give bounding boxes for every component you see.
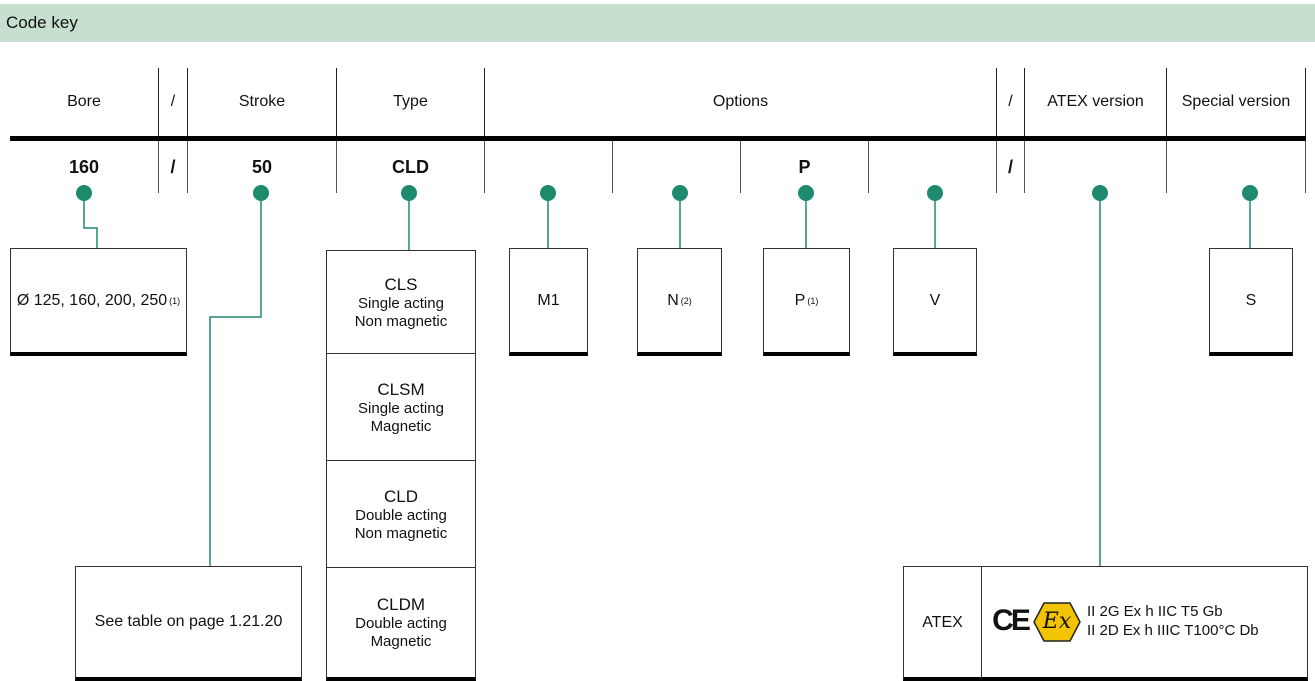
connector-bore xyxy=(83,193,98,248)
bore-options-box: Ø 125, 160, 200, 250(1) xyxy=(10,248,187,356)
header-divider xyxy=(10,136,1306,141)
type-acting: Double acting xyxy=(355,506,447,524)
option-code: P xyxy=(794,291,806,309)
option-box-n: N(2) xyxy=(637,248,722,356)
connector-dot xyxy=(540,185,556,201)
connector-dot xyxy=(1092,185,1108,201)
column-header-type: Type xyxy=(336,68,484,136)
ex-mark-icon: Ex xyxy=(1032,601,1082,643)
type-code: CLS xyxy=(384,274,418,294)
special-code: S xyxy=(1245,291,1257,309)
connector-dot xyxy=(1242,185,1258,201)
type-option-cls: CLS Single acting Non magnetic xyxy=(326,250,476,354)
atex-marking: II 2G Ex h IIC T5 Gb II 2D Ex h IIIC T10… xyxy=(1087,602,1307,640)
stroke-info-box: See table on page 1.21.20 xyxy=(75,566,302,681)
connector-dot xyxy=(672,185,688,201)
option-box-m1: M1 xyxy=(509,248,588,356)
page-title: Code key xyxy=(6,13,78,32)
bore-options-text: Ø 125, 160, 200, 250 xyxy=(16,291,168,309)
ce-mark-icon: CE xyxy=(992,604,1031,637)
atex-label-cell: ATEX xyxy=(904,567,982,678)
special-version-box: S xyxy=(1209,248,1293,356)
connector-dot xyxy=(76,185,92,201)
value-option-4 xyxy=(868,141,996,193)
type-magnetic: Magnetic xyxy=(370,633,432,650)
type-code: CLDM xyxy=(376,595,426,614)
option-note: (1) xyxy=(807,295,819,306)
type-acting: Double acting xyxy=(355,615,447,632)
value-option-1 xyxy=(484,141,612,193)
connector-dot xyxy=(253,185,269,201)
connector-stroke xyxy=(209,193,262,566)
atex-label: ATEX xyxy=(922,613,963,631)
value-option-3: P xyxy=(740,141,868,193)
value-separator: / xyxy=(158,141,187,193)
atex-box: ATEX CE Ex II 2G Ex h IIC T5 Gb II 2D Ex… xyxy=(903,566,1308,681)
option-code: M1 xyxy=(537,291,560,309)
value-type: CLD xyxy=(336,141,484,193)
column-header-bore: Bore xyxy=(67,93,101,110)
column-header-separator: / xyxy=(158,68,187,136)
atex-marking-gas: II 2G Ex h IIC T5 Gb xyxy=(1087,603,1223,620)
type-option-cld: CLD Double acting Non magnetic xyxy=(326,461,476,568)
type-code: CLSM xyxy=(377,379,425,399)
type-magnetic: Non magnetic xyxy=(354,312,448,330)
value-option-2 xyxy=(612,141,740,193)
column-header-stroke: Stroke xyxy=(187,68,336,136)
connector-dot xyxy=(401,185,417,201)
bore-options-note: (1) xyxy=(169,295,181,306)
column-header-special: Special version xyxy=(1166,68,1306,136)
type-option-cldm: CLDM Double acting Magnetic xyxy=(326,568,476,681)
value-bore: 160 xyxy=(68,156,100,177)
option-note: (2) xyxy=(680,295,692,306)
value-stroke: 50 xyxy=(187,141,336,193)
type-acting: Single acting xyxy=(358,294,444,312)
option-code: N xyxy=(667,291,679,309)
option-box-v: V xyxy=(893,248,977,356)
connector-dot xyxy=(927,185,943,201)
column-header-separator: / xyxy=(996,68,1024,136)
option-code: V xyxy=(929,291,941,309)
type-acting: Single acting xyxy=(358,399,444,417)
value-separator: / xyxy=(996,141,1024,193)
column-header-options: Options xyxy=(484,68,996,136)
atex-marking-dust: II 2D Ex h IIIC T100°C Db xyxy=(1087,622,1259,639)
type-code: CLD xyxy=(383,486,418,506)
column-header-atex: ATEX version xyxy=(1024,68,1166,136)
stroke-info-text: See table on page 1.21.20 xyxy=(94,613,283,630)
type-magnetic: Magnetic xyxy=(370,417,432,435)
value-atex xyxy=(1024,141,1166,193)
connector-dot xyxy=(798,185,814,201)
type-option-clsm: CLSM Single acting Magnetic xyxy=(326,354,476,461)
value-special xyxy=(1166,141,1306,193)
title-bar: Code key xyxy=(0,4,1315,42)
option-box-p: P(1) xyxy=(763,248,850,356)
type-magnetic: Non magnetic xyxy=(354,524,448,542)
